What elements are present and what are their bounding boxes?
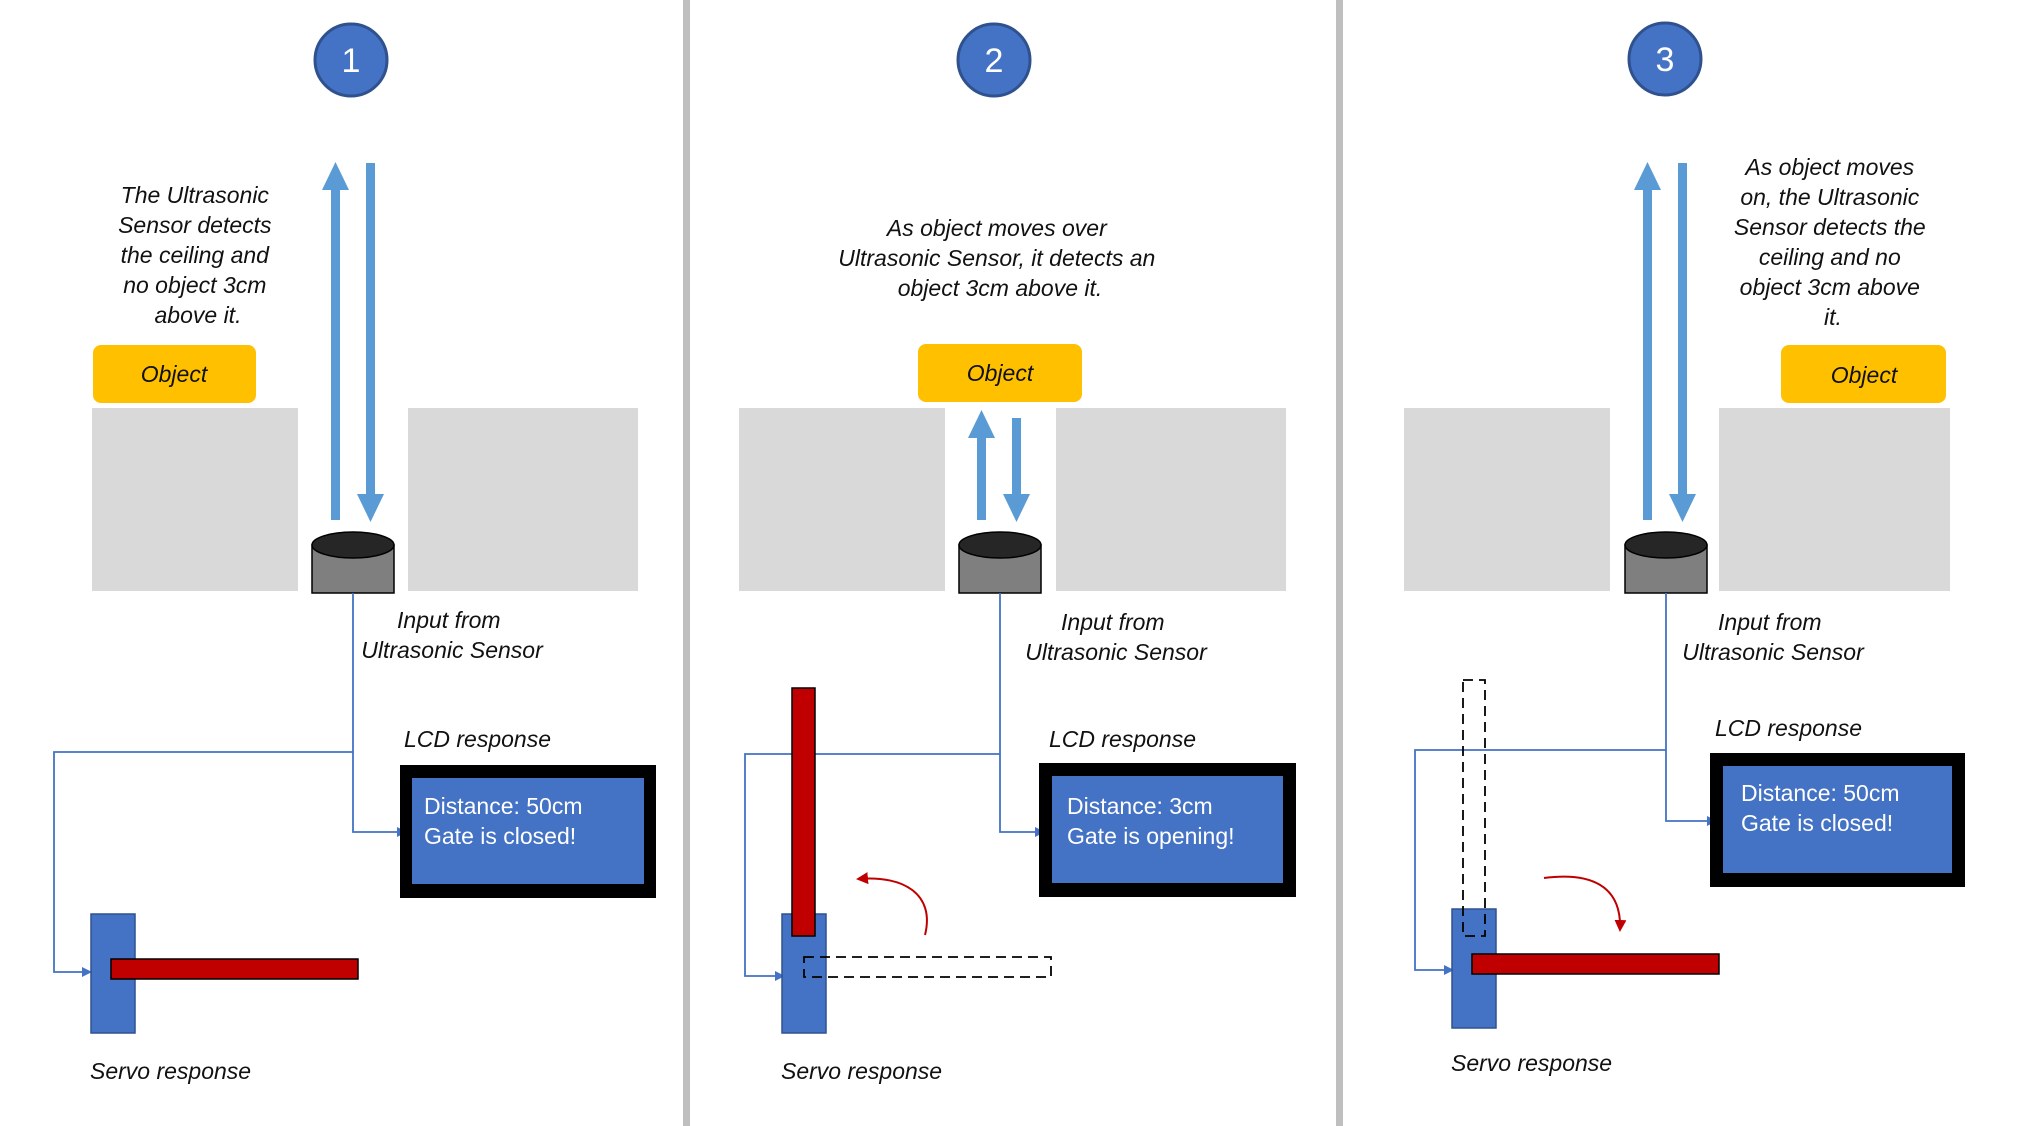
lcd-label: LCD response: [1715, 715, 1862, 741]
lcd-text: Distance: 3cm Gate is opening!: [1067, 793, 1235, 849]
signal-arrow-down: [357, 163, 384, 522]
input-label: Input from Ultrasonic Sensor: [1025, 609, 1208, 665]
step-circle: [1627, 21, 1703, 97]
input-label: Input from Ultrasonic Sensor: [1682, 609, 1865, 665]
ultrasonic-sensor: [958, 531, 1042, 594]
object-box: [1781, 345, 1946, 403]
signal-arrow-down: [1003, 418, 1030, 522]
wire-to-lcd: [1665, 593, 1717, 826]
object-label: Object: [141, 361, 209, 387]
object-label: Object: [1831, 362, 1899, 388]
lcd-label: LCD response: [1049, 726, 1196, 752]
surface-block-right: [1056, 408, 1286, 591]
lcd-label: LCD response: [404, 726, 551, 752]
panel-1: 1 The Ultrasonic Sensor detects the ceil…: [53, 22, 656, 1084]
gate-arm-ghost-open: [1462, 679, 1486, 937]
lcd-screen: [412, 778, 644, 884]
servo-label: Servo response: [90, 1058, 251, 1084]
step-number: 2: [985, 42, 1004, 80]
caption: The Ultrasonic Sensor detects the ceilin…: [118, 182, 278, 328]
gate-arm-open: [791, 687, 816, 937]
object-label: Object: [967, 360, 1035, 386]
caption: As object moves on, the Ultrasonic Senso…: [1734, 154, 1932, 330]
surface-block-left: [739, 408, 945, 591]
step-circle: [956, 22, 1032, 98]
servo-label: Servo response: [781, 1058, 942, 1084]
signal-arrow-down: [1669, 163, 1696, 522]
panel-2: 2 As object moves over Ultrasonic Sensor…: [739, 22, 1296, 1084]
surface-block-right: [408, 408, 638, 591]
wire-to-lcd: [999, 593, 1045, 837]
rotation-arrow-down: [1543, 875, 1627, 932]
gate-arm-closed: [110, 958, 359, 980]
servo-label: Servo response: [1451, 1050, 1612, 1076]
surface-block-left: [1404, 408, 1610, 591]
signal-arrow-up: [968, 410, 995, 520]
rotation-arrow-up: [856, 872, 928, 936]
surface-block-left: [92, 408, 298, 591]
step-circle: [313, 22, 389, 98]
caption: As object moves over Ultrasonic Sensor, …: [838, 215, 1161, 301]
object-box: [93, 345, 256, 403]
lcd-text: Distance: 50cm Gate is closed!: [1741, 780, 1906, 836]
ultrasonic-sensor: [1624, 531, 1708, 594]
wire-to-servo: [744, 753, 1000, 981]
wire-to-servo: [53, 751, 353, 977]
ultrasonic-sensor: [311, 531, 395, 594]
panel-divider-2: [1336, 0, 1343, 1126]
panel-3: 3 As object moves on, the Ultrasonic Sen…: [1404, 21, 1965, 1076]
panel-divider-1: [683, 0, 690, 1126]
wire-to-lcd: [352, 593, 407, 837]
step-number: 3: [1656, 41, 1675, 79]
surface-block-right: [1719, 408, 1950, 591]
signal-arrow-up: [1634, 162, 1661, 520]
gate-arm-closed: [1471, 953, 1720, 975]
input-label: Input from Ultrasonic Sensor: [361, 607, 544, 663]
lcd-text: Distance: 50cm Gate is closed!: [424, 793, 589, 849]
step-number: 1: [342, 42, 361, 80]
lcd-screen: [1723, 766, 1952, 873]
wire-to-servo: [1414, 749, 1666, 975]
gate-arm-ghost-closed: [803, 956, 1052, 978]
signal-arrow-up: [322, 162, 349, 520]
lcd-screen: [1052, 776, 1283, 883]
object-box: [918, 344, 1082, 402]
